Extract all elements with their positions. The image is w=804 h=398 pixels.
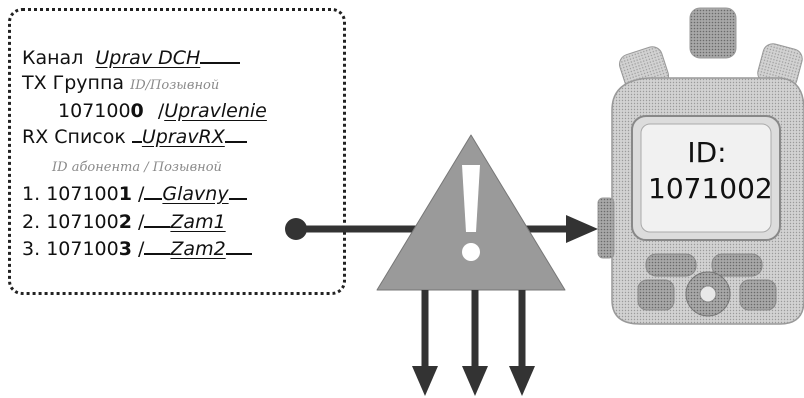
channel-row: Канал Uprav DCH	[22, 46, 241, 70]
rx-underline-right	[224, 125, 247, 143]
contact-id-last: 1	[118, 183, 132, 205]
rx-value: UpravRX	[141, 126, 225, 148]
contact-underline-right	[228, 182, 247, 200]
tx-id-prefix: 107100	[58, 100, 131, 122]
rx-hint: ID абонента / Позывной	[52, 160, 222, 175]
contact-id-prefix: 107100	[46, 238, 119, 260]
contact-id-last: 3	[118, 238, 132, 260]
down-arrows	[412, 290, 535, 396]
rx-underline-left	[131, 125, 142, 143]
arrow-down	[412, 366, 438, 396]
rx-label: RX Список	[22, 126, 126, 148]
tx-sep: /	[157, 100, 165, 122]
contact-underline-left	[144, 210, 171, 228]
contact-row: 2. 1071002 / Zam1	[22, 210, 226, 234]
contact-num: 2.	[22, 211, 41, 233]
warning-icon	[376, 134, 566, 291]
contact-sep: /	[138, 211, 145, 233]
tx-id-last: 0	[130, 100, 144, 122]
contact-name: Zam2	[170, 238, 226, 260]
rx-hint-row: ID абонента / Позывной	[52, 153, 222, 180]
contact-num: 3.	[22, 238, 41, 260]
channel-label: Канал	[22, 47, 84, 69]
contact-name: Zam1	[170, 211, 226, 233]
rx-list-row: RX Список UpravRX	[22, 125, 247, 149]
radio-device-icon	[597, 7, 804, 325]
contact-num: 1.	[22, 183, 41, 205]
tx-name: Upravlenie	[164, 100, 267, 122]
contact-row: 3. 1071003 / Zam2	[22, 237, 252, 261]
contact-name: Glavny	[162, 183, 229, 205]
contact-row: 1. 1071001 / Glavny	[22, 182, 247, 206]
contact-underline-left	[144, 182, 163, 200]
radio-screen-line2: 1071002	[648, 172, 773, 205]
tx-id-row: 1071000 /Upravlenie	[58, 99, 267, 123]
channel-underline	[200, 46, 241, 64]
contact-underline-right	[225, 237, 252, 255]
contact-underline-left	[144, 237, 171, 255]
contact-id-prefix: 107100	[46, 183, 119, 205]
tx-hint: ID/Позывной	[130, 78, 220, 93]
radio-screen-line1: ID:	[687, 136, 727, 169]
contact-sep: /	[138, 238, 145, 260]
arrow-right	[566, 215, 598, 243]
settings-card	[8, 8, 346, 295]
contact-id-prefix: 107100	[46, 211, 119, 233]
channel-value: Uprav DCH	[95, 47, 201, 69]
contact-id-last: 2	[118, 211, 132, 233]
tx-label: TX Группа	[22, 72, 125, 94]
contact-sep: /	[138, 183, 145, 205]
arrow-down	[509, 366, 535, 396]
tx-group-row: TX Группа ID/Позывной	[22, 71, 219, 98]
arrow-down	[462, 366, 488, 396]
